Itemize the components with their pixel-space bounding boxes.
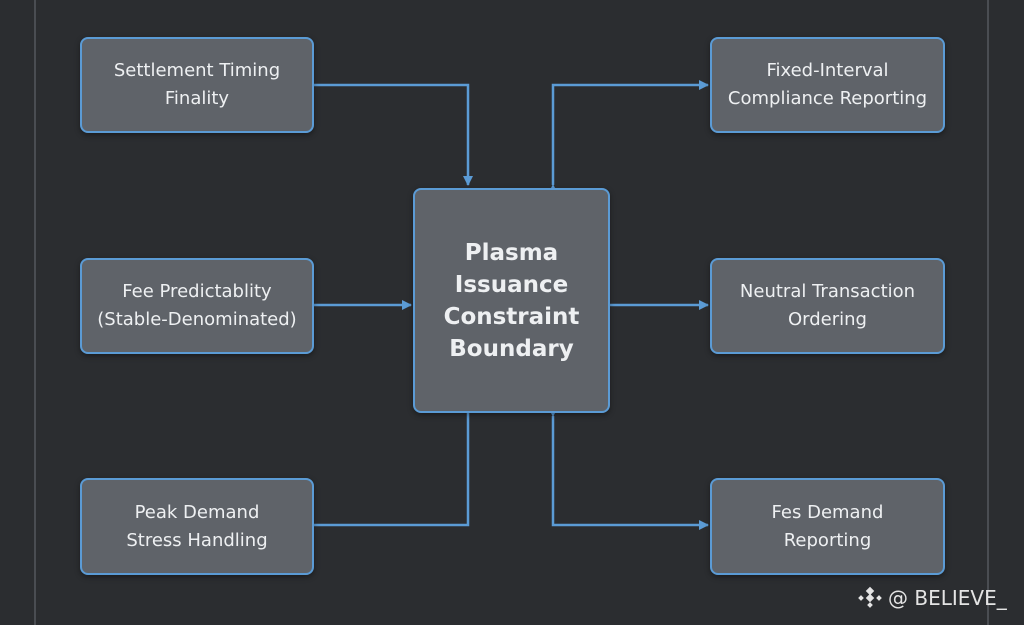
box-text: Fee Predictablity [122,281,272,302]
box-text: Settlement Timing [113,60,281,81]
center-text: Boundary [449,335,574,362]
box-text: (Stable-Denominated) [97,309,297,330]
frame-line-left [34,0,36,625]
watermark-text: @ BELIEVE_ [888,586,1007,610]
binance-logo-icon [858,586,882,608]
box-text: Fes Demand [771,501,884,523]
box-text: Fixed-Interval [766,60,889,81]
center-text: Constraint [443,303,580,330]
box-text: Peak Demand [134,501,260,523]
arrow-center-to-demand-reporting [548,407,709,530]
line-peak-to-center [313,413,470,527]
box-text: Reporting [783,529,872,551]
center-text: Plasma [464,239,559,266]
center-text: Issuance [454,271,569,298]
watermark: @ BELIEVE_ [858,586,1007,610]
box-text: Compliance Reporting [727,88,928,109]
arrow-settlement-to-center [313,83,473,186]
box-text: Stress Handling [126,529,268,551]
box-text: Ordering [787,309,867,330]
frame-line-right [987,0,989,625]
box-text: Finality [164,88,230,109]
arrow-center-to-compliance [548,80,709,194]
left-box-fee: Fee Predictablity (Stable-Denominated) [80,258,314,354]
box-text: Neutral Transaction [739,281,916,302]
